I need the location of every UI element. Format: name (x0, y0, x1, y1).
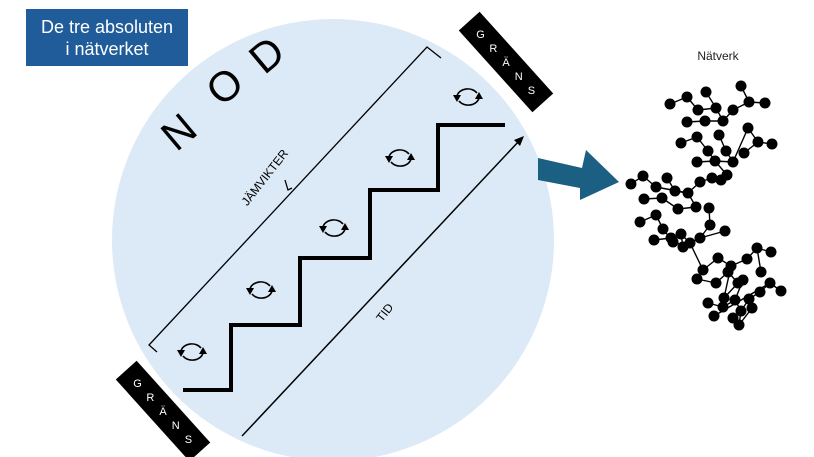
network-node (764, 277, 776, 289)
network-node (715, 174, 727, 186)
network-node (722, 266, 734, 278)
network-node (650, 181, 662, 193)
network-node (710, 102, 722, 114)
network-node (737, 274, 749, 286)
network-node (712, 252, 724, 264)
network-node (775, 285, 787, 297)
network-node (690, 201, 702, 213)
equilibrium-bracket (148, 46, 442, 353)
network-node (702, 145, 714, 157)
network-node (669, 185, 681, 197)
network-node (702, 297, 714, 309)
boundary-top-letter: G (476, 29, 485, 41)
network-node (719, 225, 731, 237)
network-node (765, 246, 777, 258)
boundary-bottom-letter: S (185, 434, 192, 446)
network-node (742, 122, 754, 134)
network-node (672, 203, 684, 215)
output-arrow (538, 150, 619, 200)
boundary-top-letter: N (515, 71, 523, 83)
boundary-bottom-letter: N (172, 420, 180, 432)
network-node (703, 202, 715, 214)
network-node (675, 228, 687, 240)
network-node (713, 129, 725, 141)
network-node (699, 115, 711, 127)
network-node (720, 145, 732, 157)
network-node (638, 193, 650, 205)
title-line-1: De tre absoluten (40, 16, 174, 37)
network-node (681, 116, 693, 128)
network-node (656, 192, 668, 204)
boundary-bottom-letter: Ä (159, 406, 167, 418)
network-node (755, 266, 767, 278)
boundary-top-letter: R (489, 43, 497, 55)
title-line-2: i nätverket (65, 38, 149, 59)
network-node (733, 319, 745, 331)
network-node (706, 172, 718, 184)
network-node (681, 91, 693, 103)
network-edge (732, 127, 749, 163)
time-arrow-head (514, 136, 524, 146)
network-node (759, 97, 771, 109)
network-node (746, 302, 758, 314)
network-node (665, 232, 677, 244)
network-node (766, 138, 778, 150)
network-node (694, 176, 706, 188)
network-node (735, 80, 747, 92)
network-node (682, 187, 694, 199)
network-graph (625, 80, 787, 331)
network-node (738, 147, 750, 159)
boundary-bottom-letter: R (146, 392, 154, 404)
network-node (677, 241, 689, 253)
time-arrow-line (241, 139, 521, 437)
network-node (661, 172, 673, 184)
network-node (704, 219, 716, 231)
network-node (691, 156, 703, 168)
network-node (700, 86, 712, 98)
title-box: De tre absoluten i nätverket (26, 9, 188, 66)
network-node (625, 178, 637, 190)
boundary-top: G R Ä N S (458, 11, 554, 113)
network-node (735, 305, 747, 317)
network-node (637, 170, 649, 182)
network-node (650, 209, 662, 221)
network-node (718, 292, 730, 304)
network-node (691, 131, 703, 143)
network-node (727, 156, 739, 168)
network-node (694, 232, 706, 244)
network-node (717, 115, 729, 127)
network-node (692, 104, 704, 116)
network-node (709, 155, 721, 167)
boundary-bottom-letter: G (133, 378, 142, 390)
network-node (675, 137, 687, 149)
network-label: Nätverk (697, 49, 739, 63)
staircase (183, 123, 505, 392)
network-node (743, 96, 755, 108)
network-node (751, 242, 763, 254)
network-node (752, 136, 764, 148)
network-node (727, 104, 739, 116)
network-node (754, 286, 766, 298)
network-node (657, 223, 669, 235)
network-node (729, 294, 741, 306)
network-node (697, 264, 709, 276)
boundary-top-letter: S (528, 85, 535, 97)
network-node (634, 216, 646, 228)
network-node (710, 277, 722, 289)
network-node (648, 234, 660, 246)
network-node (664, 98, 676, 110)
network-node (743, 293, 755, 305)
network-node (691, 273, 703, 285)
node-circle (112, 19, 554, 457)
network-node (708, 310, 720, 322)
network-node (741, 253, 753, 265)
boundary-top-letter: Ä (502, 57, 510, 69)
boundary-bottom: G R Ä N S (115, 360, 211, 457)
network-node (717, 301, 729, 313)
